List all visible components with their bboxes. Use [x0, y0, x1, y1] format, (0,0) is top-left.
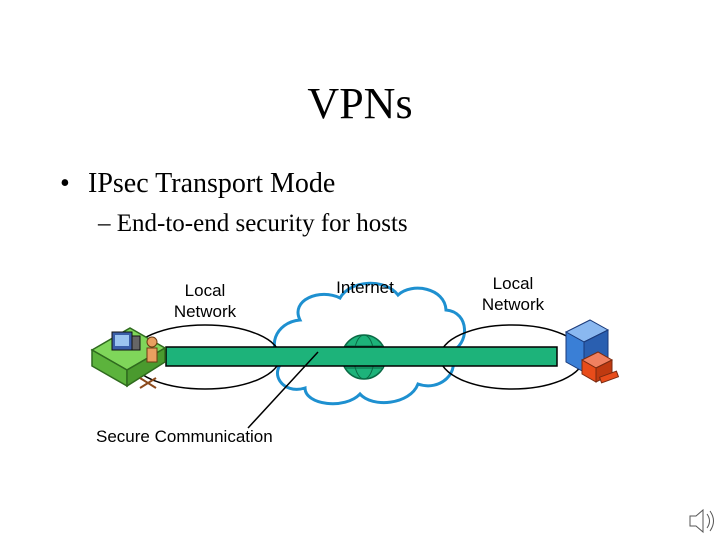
secure-tunnel-bar	[165, 346, 558, 367]
workstation-icon	[90, 327, 167, 389]
secure-communication-pointer	[247, 351, 319, 429]
slide-title: VPNs	[307, 79, 413, 128]
label-secure-communication: Secure Communication	[96, 427, 273, 446]
bullet-marker: •	[60, 168, 70, 199]
speaker-icon[interactable]	[689, 508, 714, 534]
subbullet-item: – End-to-end security for hosts	[98, 210, 408, 237]
bullet-item: • IPsec Transport Mode	[60, 168, 335, 200]
server-icon	[564, 319, 620, 384]
bullet-text: IPsec Transport Mode	[88, 168, 336, 199]
label-internet: Internet	[336, 278, 394, 297]
